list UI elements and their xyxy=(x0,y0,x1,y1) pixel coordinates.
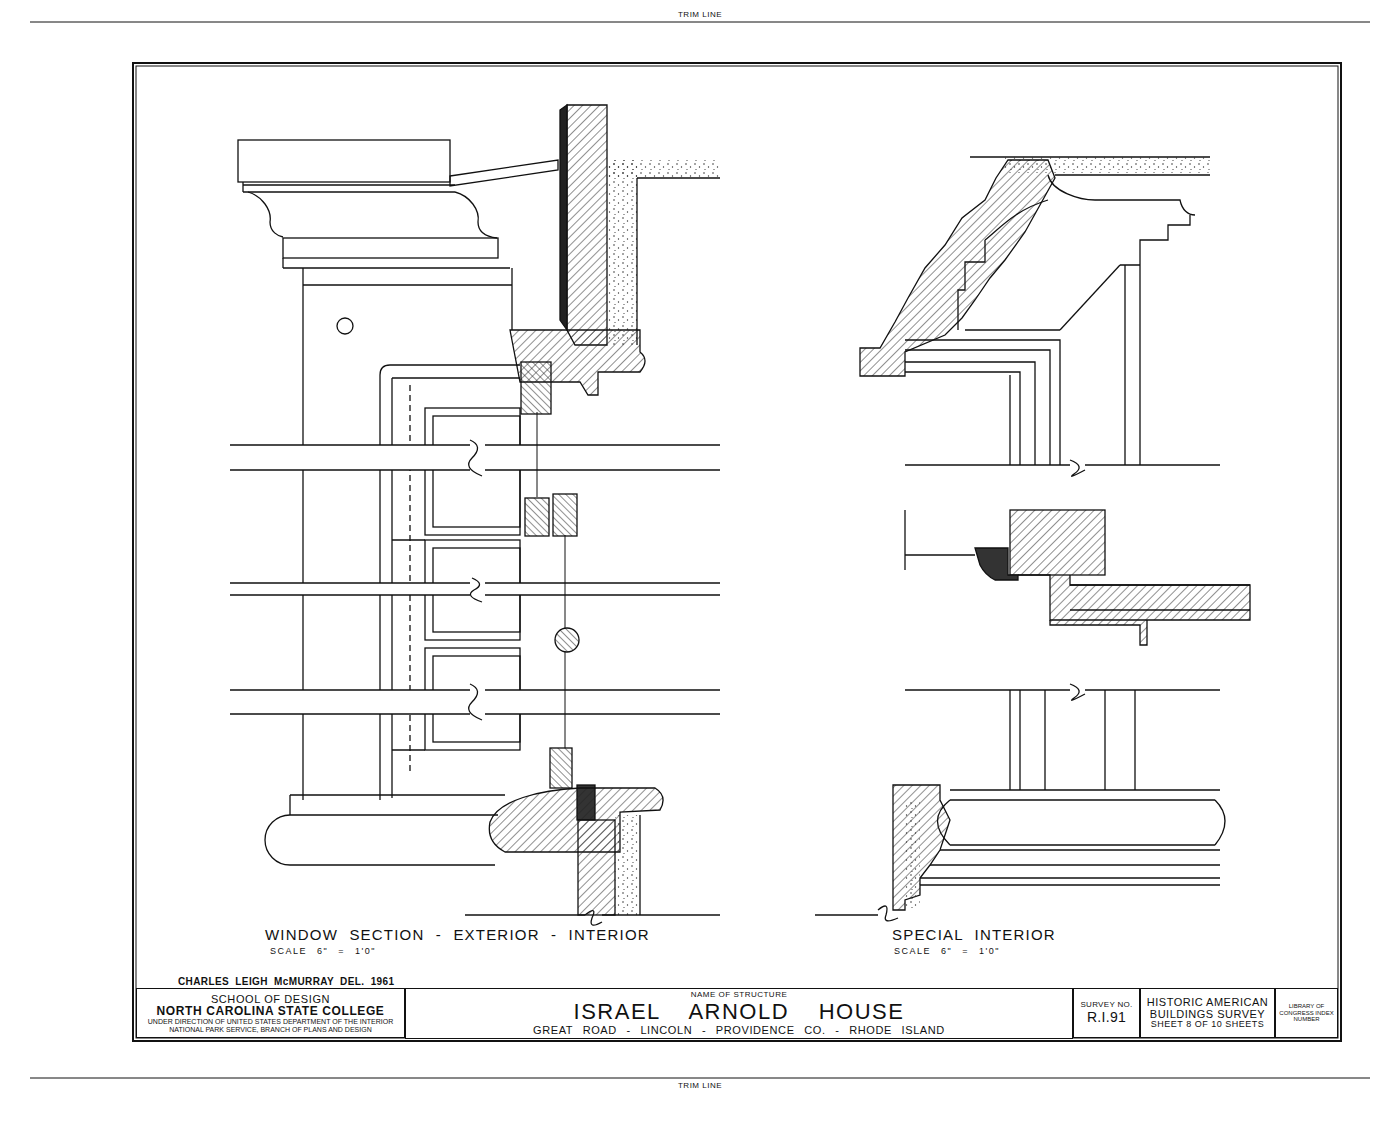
drawing-title: SPECIAL INTERIOR xyxy=(892,926,1056,943)
title-block-text: LIBRARY OF CONGRESS INDEX NUMBER xyxy=(1279,1003,1334,1023)
title-block-text: NATIONAL PARK SERVICE, BRANCH OF PLANS A… xyxy=(169,1026,371,1034)
habs-cell: HISTORIC AMERICAN BUILDINGS SURVEYSHEET … xyxy=(1140,988,1275,1038)
window-section-exterior xyxy=(230,140,720,865)
trim-lines xyxy=(30,22,1370,1078)
title-block-text: ISRAEL ARNOLD HOUSE xyxy=(574,1000,905,1024)
title-block-text: GREAT ROAD - LINCOLN - PROVIDENCE CO. - … xyxy=(533,1024,945,1036)
title-block-text: SURVEY NO. xyxy=(1080,1001,1132,1010)
title-block-text: NORTH CAROLINA STATE COLLEGE xyxy=(157,1005,385,1018)
title-block-text: UNDER DIRECTION OF UNITED STATES DEPARTM… xyxy=(148,1018,393,1026)
title-block-text: NAME OF STRUCTURE xyxy=(691,991,788,1000)
sheet-frame xyxy=(133,63,1341,1041)
title-block-cell: SCHOOL OF DESIGNNORTH CAROLINA STATE COL… xyxy=(136,988,405,1038)
index-number-cell: LIBRARY OF CONGRESS INDEX NUMBER xyxy=(1275,988,1338,1038)
title-block-text: SHEET 8 OF 10 SHEETS xyxy=(1151,1020,1264,1030)
scale-note: SCALE 6" = 1'0" xyxy=(894,946,1000,956)
trim-line-label: TRIM LINE xyxy=(678,1081,722,1090)
trim-line-label: TRIM LINE xyxy=(678,10,722,19)
scale-note: SCALE 6" = 1'0" xyxy=(270,946,376,956)
title-block-text: HISTORIC AMERICAN BUILDINGS SURVEY xyxy=(1144,996,1271,1020)
delineator-credit: CHARLES LEIGH McMURRAY DEL. 1961 xyxy=(178,976,395,988)
special-interior-detail xyxy=(815,157,1250,921)
title-block-text: SCHOOL OF DESIGN xyxy=(211,993,330,1005)
title-block-cell: NAME OF STRUCTUREISRAEL ARNOLD HOUSEGREA… xyxy=(405,988,1073,1039)
title-block-text: R.I.91 xyxy=(1087,1010,1126,1025)
window-section-cut xyxy=(465,105,720,925)
drawing-title: WINDOW SECTION - EXTERIOR - INTERIOR xyxy=(265,926,650,943)
survey-number-cell: SURVEY NO.R.I.91 xyxy=(1073,988,1140,1038)
